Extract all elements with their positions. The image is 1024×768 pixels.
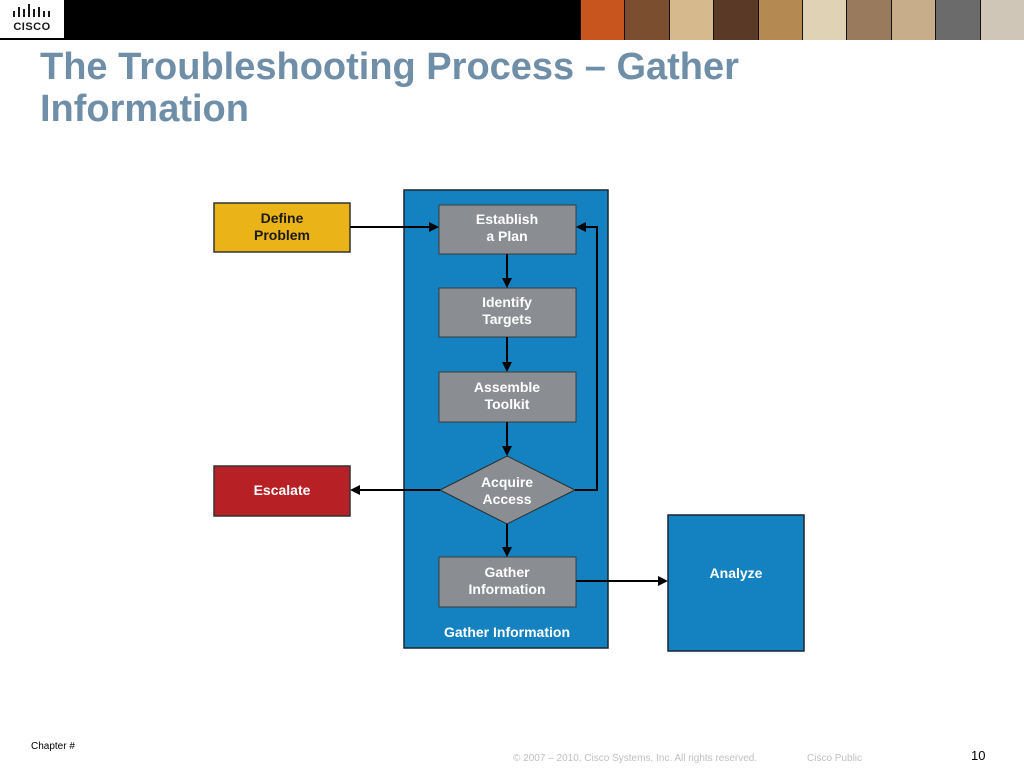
photo-strip [580,0,1024,40]
header-photo [935,0,980,40]
header-photo [802,0,847,40]
arrow-access-loop-to-plan [575,222,598,491]
gather-information-box [438,556,577,608]
analyze-box [667,514,805,652]
cisco-logo-text: CISCO [13,21,51,33]
escalate-box [213,465,351,517]
footer-copyright: © 2007 – 2010, Cisco Systems, Inc. All r… [513,753,758,764]
analyze-label: Analyze [710,565,763,581]
establish-plan-box [438,204,577,255]
container-label: Gather Information [444,624,570,640]
header-bar: CISCO [0,0,1024,40]
cisco-bars-icon [13,4,50,17]
escalate-label: Escalate [254,482,311,498]
slide-title: The Troubleshooting Process – Gather Inf… [40,46,739,130]
page-number: 10 [971,748,986,763]
cisco-logo: CISCO [0,0,64,38]
header-photo [846,0,891,40]
header-photo [979,0,1024,40]
header-photo [713,0,758,40]
footer-chapter: Chapter # [31,741,75,752]
header-photo [668,0,714,40]
header-photo [890,0,936,40]
footer-classification: Cisco Public [807,753,863,764]
assemble-toolkit-box [438,371,577,423]
header-photo [624,0,669,40]
header-photo [757,0,803,40]
header-photo [580,0,625,40]
